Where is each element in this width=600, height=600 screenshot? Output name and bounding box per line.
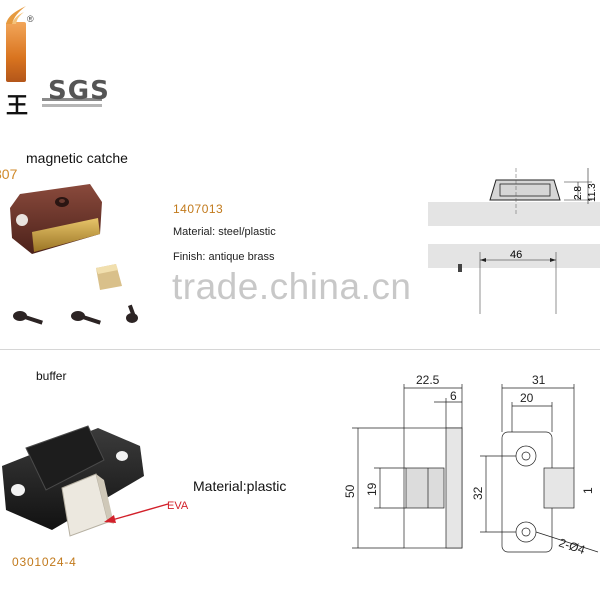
sgs-logo-shape bbox=[42, 98, 102, 107]
product2-title: buffer bbox=[36, 369, 67, 383]
dim-top-left: 22.5 bbox=[416, 373, 440, 387]
dim-top-left-inner: 6 bbox=[450, 389, 457, 403]
product1-model-partial: 307 bbox=[0, 166, 18, 182]
product1-technical-drawing: 2.8 11.3 46 bbox=[428, 168, 600, 314]
strike-plate-photo bbox=[96, 264, 122, 290]
watermark: trade.china.cn bbox=[172, 266, 412, 307]
dim-length: 46 bbox=[510, 249, 522, 261]
dim-height-b: 11.3 bbox=[587, 183, 598, 202]
screws-photo bbox=[13, 304, 138, 325]
eva-callout-arrow bbox=[104, 503, 169, 523]
dim-holes: 2-Ø4 bbox=[557, 536, 587, 558]
eva-callout-label: EVA bbox=[167, 500, 189, 512]
dim-height-inner: 19 bbox=[365, 482, 379, 496]
product2-code: 0301024-4 bbox=[12, 555, 77, 569]
sgs-logo-text: SGS bbox=[48, 76, 110, 106]
product1-title: magnetic catche bbox=[26, 150, 128, 166]
product2-material: Material:plastic bbox=[193, 478, 287, 494]
buffer-photo bbox=[2, 425, 144, 537]
dim-side-partial: 1 bbox=[581, 487, 595, 494]
product1-material: Material: steel/plastic bbox=[173, 226, 276, 238]
product1-code: 1407013 bbox=[173, 202, 224, 216]
brand-flame-icon bbox=[6, 6, 26, 24]
dim-top-right: 31 bbox=[532, 373, 546, 387]
dim-height-total: 50 bbox=[343, 484, 357, 498]
product1-finish: Finish: antique brass bbox=[173, 251, 275, 263]
section-divider bbox=[0, 349, 600, 350]
brand-logo-bar bbox=[6, 22, 26, 82]
product2-technical-drawing: 22.5 6 50 19 31 20 32 2-Ø4 1 bbox=[343, 373, 599, 558]
brand-character: 王 bbox=[6, 94, 29, 119]
registered-mark: ® bbox=[27, 14, 34, 24]
dim-top-right-inner: 20 bbox=[520, 391, 534, 405]
dim-hole-spacing: 32 bbox=[471, 486, 485, 500]
dim-height-a: 2.8 bbox=[573, 186, 584, 200]
magnetic-catch-photo bbox=[10, 184, 102, 254]
